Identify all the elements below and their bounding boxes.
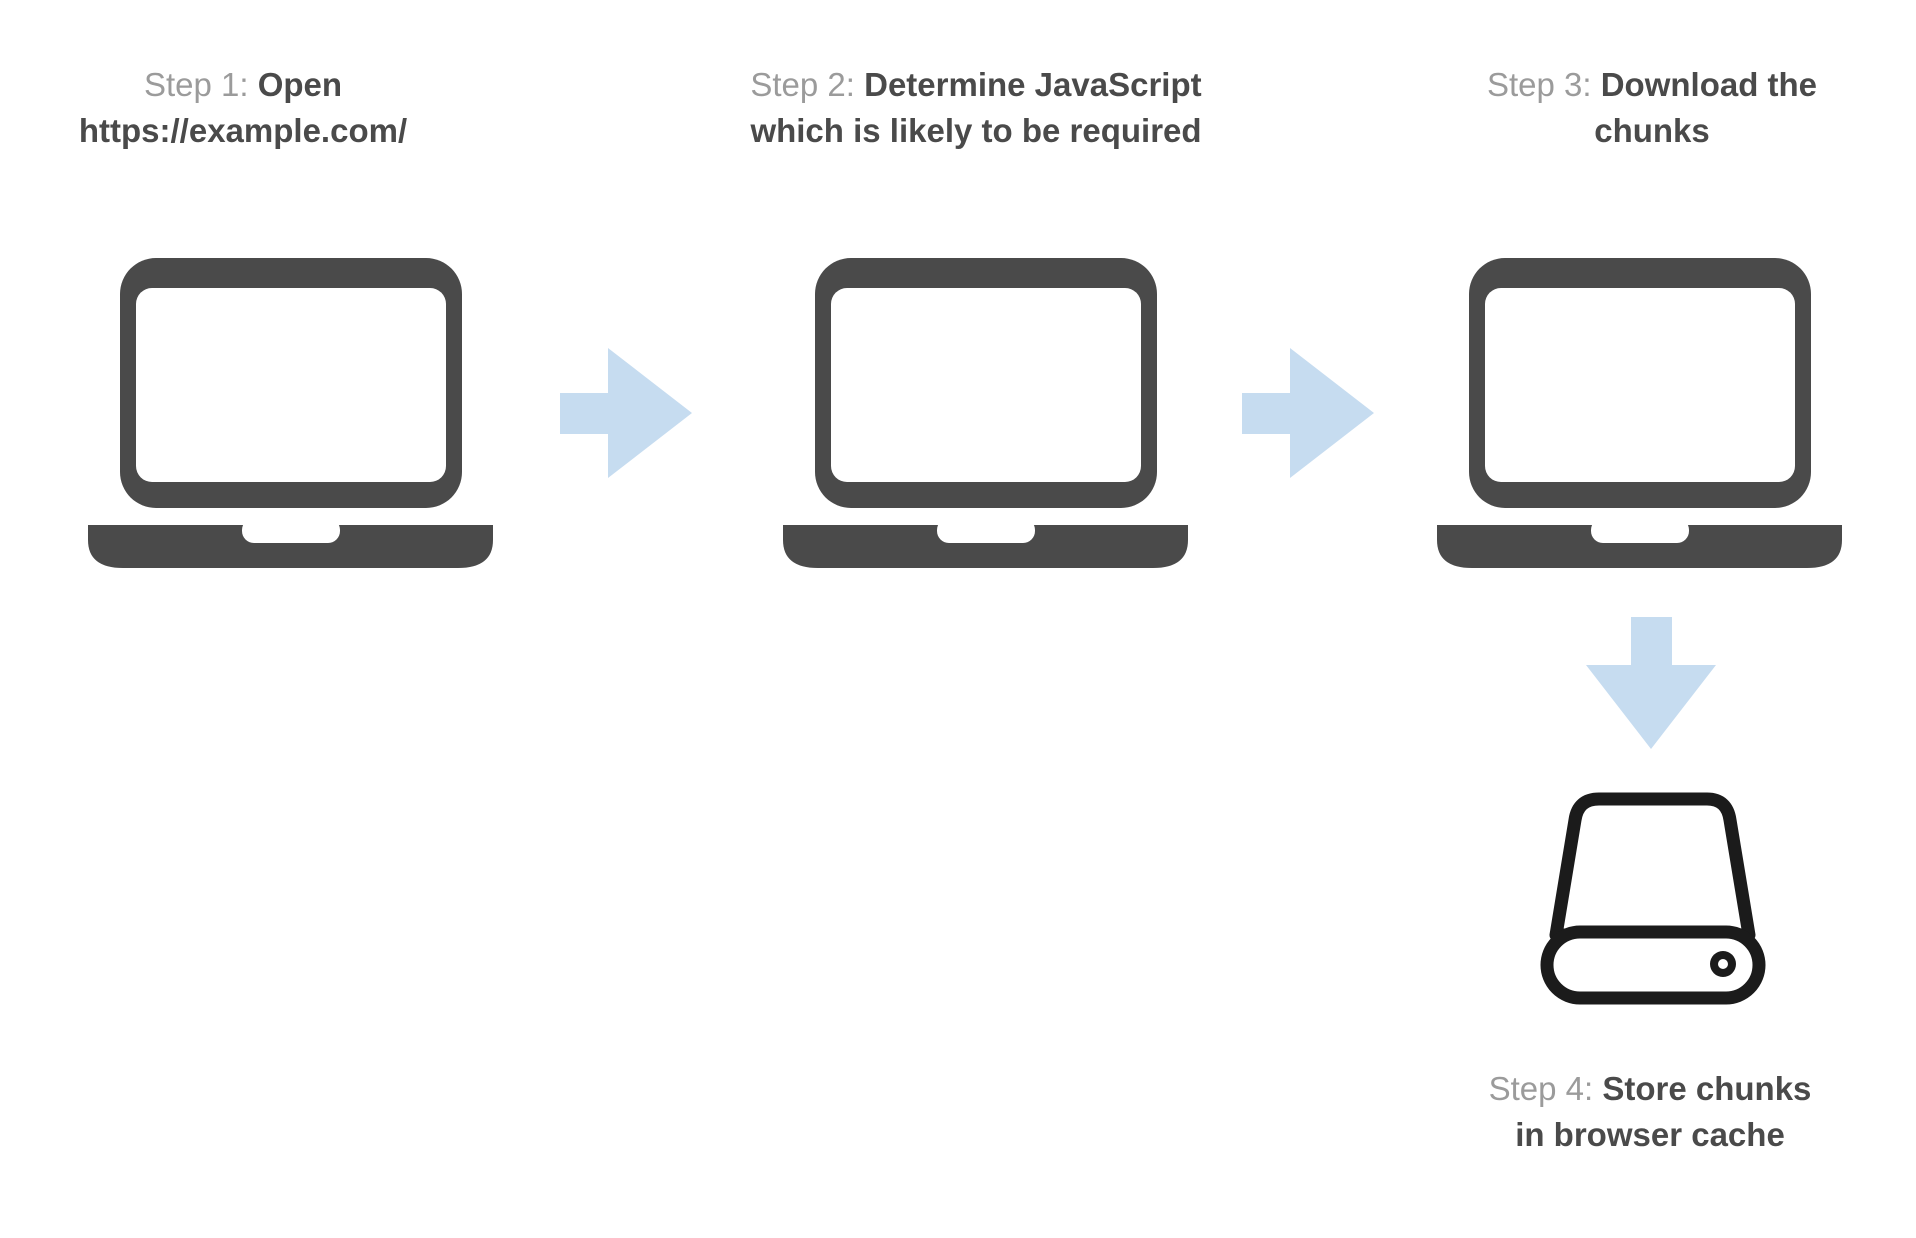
hard-drive-icon [1540,792,1766,1005]
step-3-caption: Step 3: Download the chunks [1487,62,1817,154]
step-2-title: Determine JavaScript [864,66,1202,103]
step-4-caption-line-1: Step 4: Store chunks [1489,1066,1812,1112]
step-1-caption-line-1: Step 1: Open [79,62,407,108]
step-4-title: Store chunks [1602,1070,1812,1107]
step-2-caption: Step 2: Determine JavaScript which is li… [750,62,1201,154]
step-4-caption-line-2: in browser cache [1515,1116,1785,1153]
laptop-icon [783,258,1188,568]
arrow-right-icon [560,348,692,478]
step-3-caption-line-1: Step 3: Download the [1487,62,1817,108]
arrow-down-icon [1586,617,1716,749]
laptop-icon [1437,258,1842,568]
step-2-caption-line-1: Step 2: Determine JavaScript [750,62,1201,108]
step-1-title: Open [257,66,343,103]
step-4-caption: Step 4: Store chunks in browser cache [1489,1066,1812,1158]
arrow-down-icon [1585,617,1718,750]
laptop-icon [88,258,493,568]
arrow-right-icon [560,347,693,480]
step-3-label: Step 3: [1486,66,1592,103]
laptop-icon [1437,258,1842,568]
step-1-caption-line-2: https://example.com/ [78,112,408,149]
step-2-caption-line-2: which is likely to be required [750,112,1202,149]
step-1-caption: Step 1: Open https://example.com/ [79,62,407,154]
step-3-caption-line-2: chunks [1594,112,1710,149]
laptop-icon [783,258,1188,568]
arrow-right-icon [1242,348,1374,478]
hard-drive-icon [1540,792,1766,1005]
step-2-label: Step 2: [750,66,855,103]
step-1-label: Step 1: [143,66,249,103]
step-3-title: Download the [1600,66,1818,103]
step-4-label: Step 4: [1488,1070,1594,1107]
laptop-icon [88,258,493,568]
arrow-right-icon [1242,347,1375,480]
